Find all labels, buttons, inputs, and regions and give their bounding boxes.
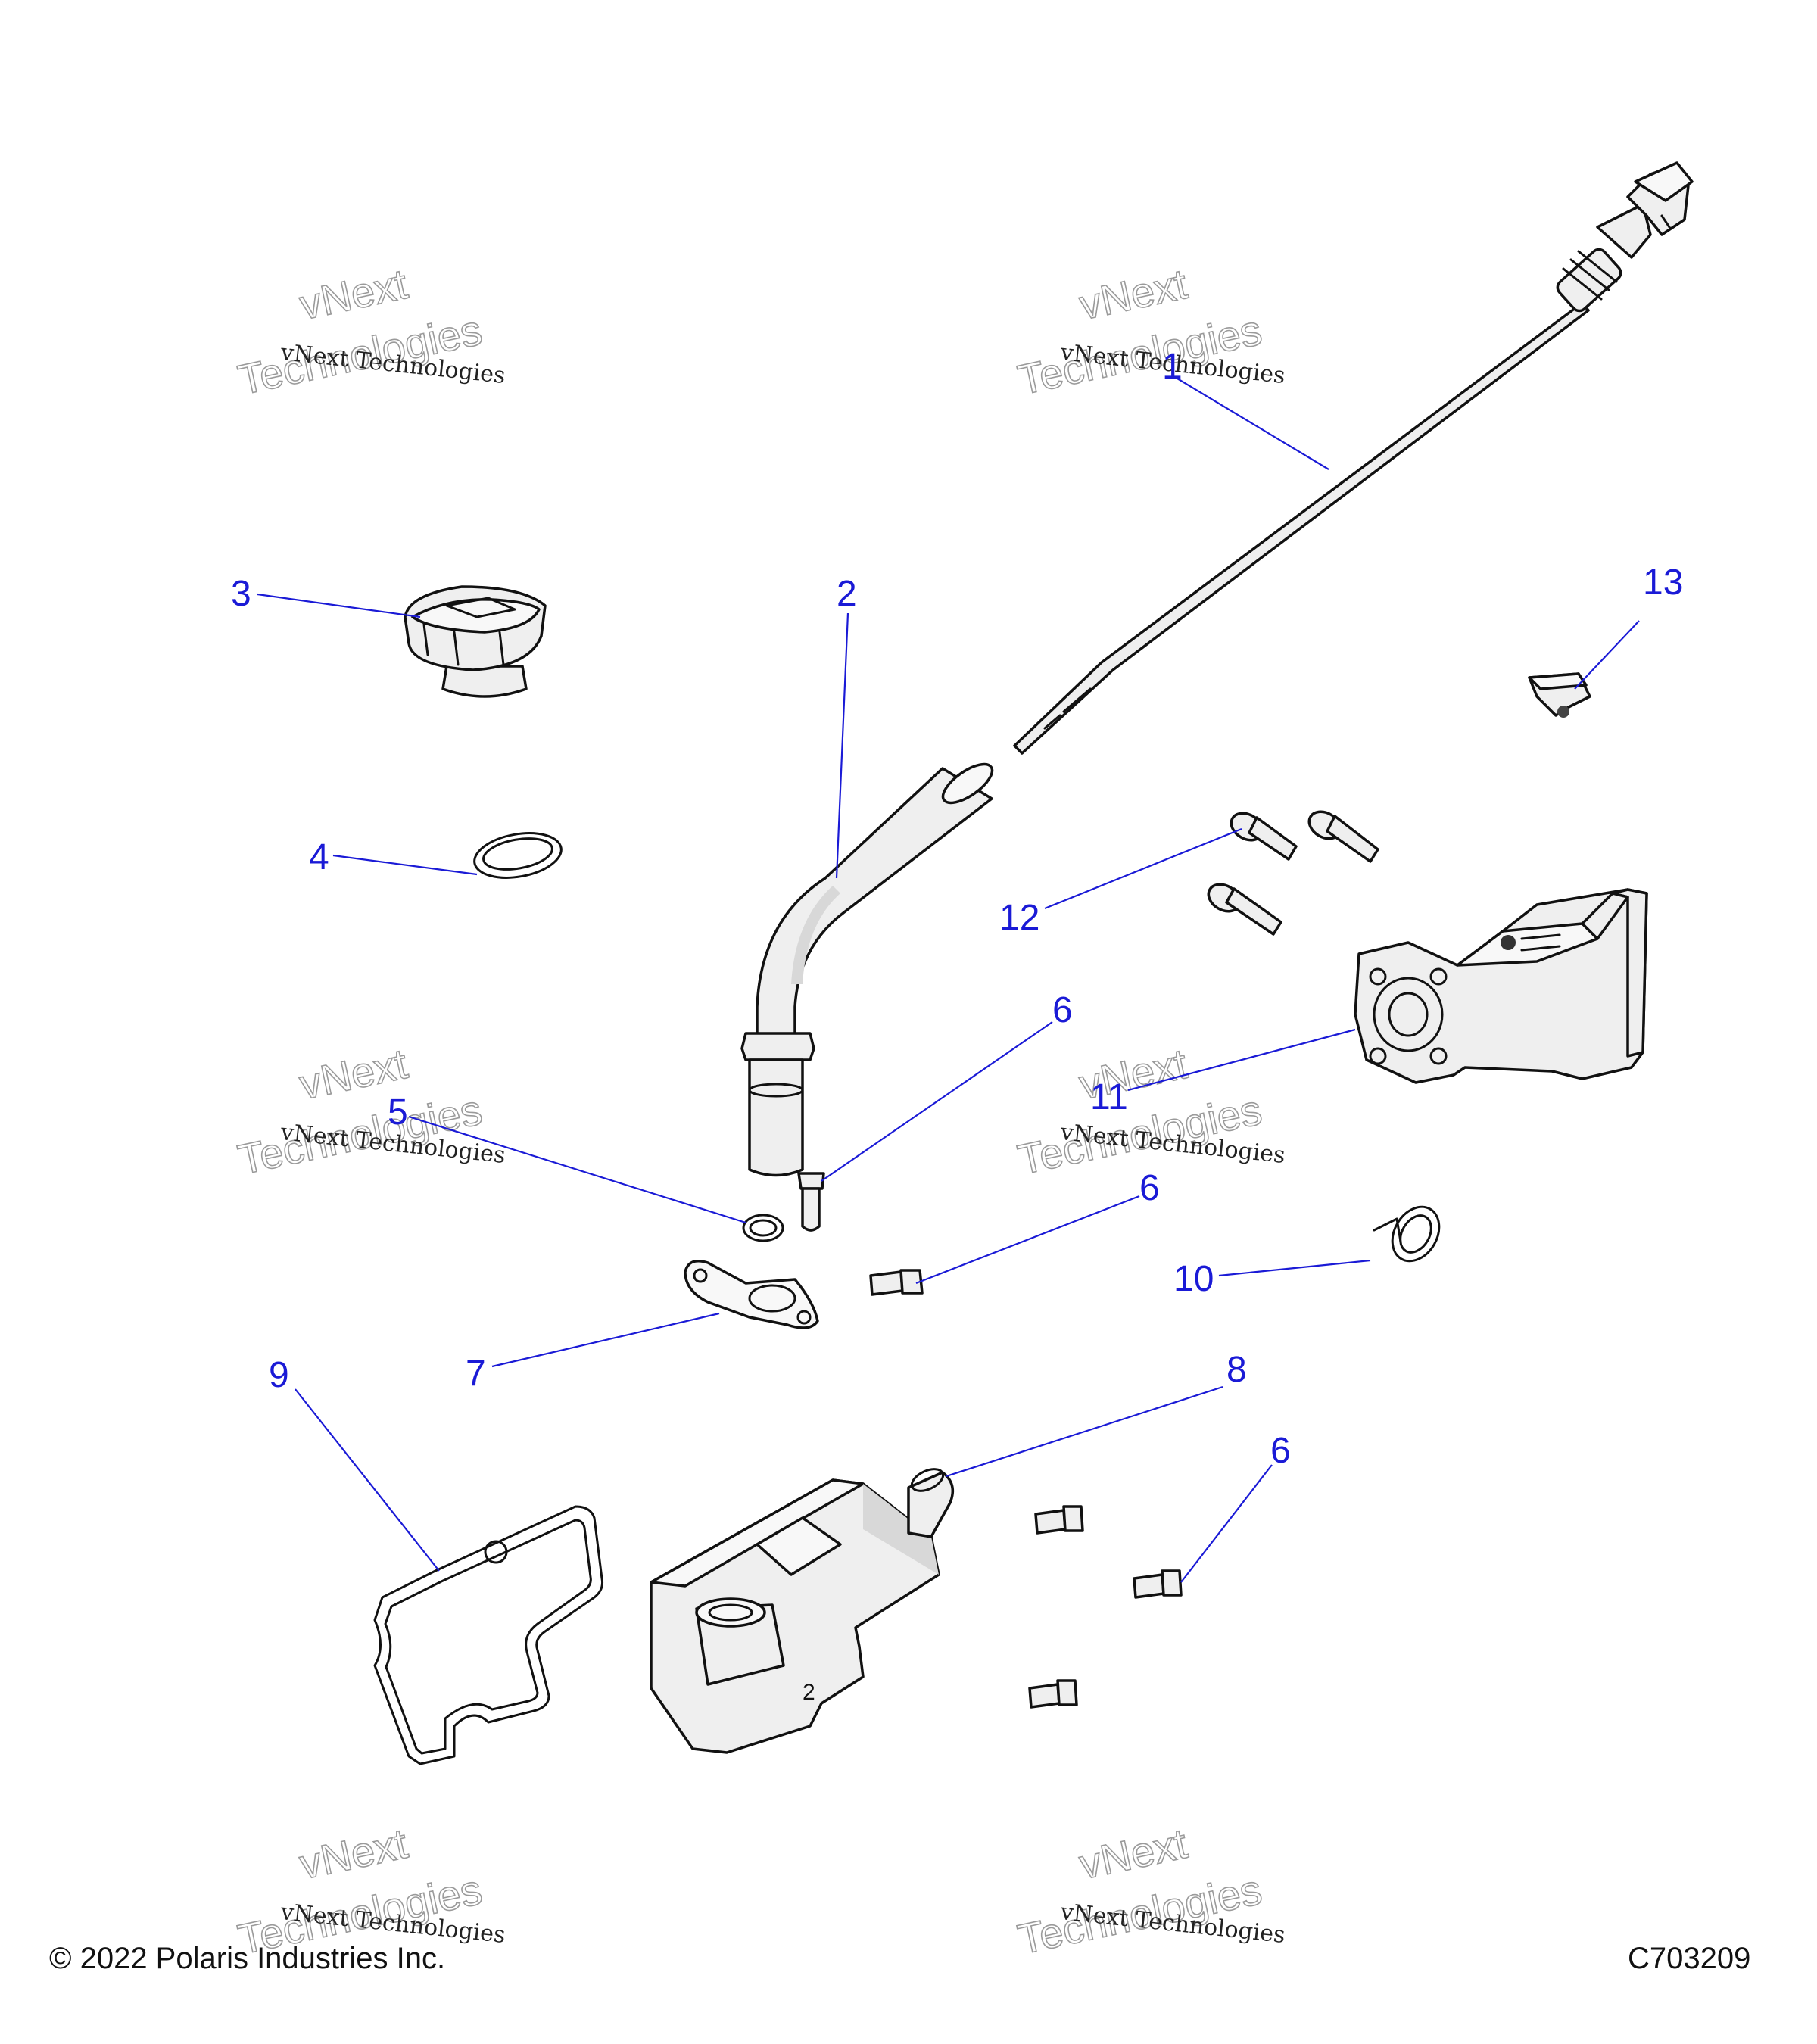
drawing-number: C703209 [1628,1942,1751,1975]
callout-9: 9 [269,1355,289,1395]
watermark-big-text: vNext [295,260,412,329]
callout-10: 10 [1173,1259,1214,1299]
part-hose-clamp [1373,1205,1441,1263]
part-bolt [1133,1569,1183,1599]
copyright-text: © 2022 Polaris Industries Inc. [49,1942,446,1975]
leader-line-4 [332,854,478,876]
part-dipstick [1013,161,1694,755]
callout-3: 3 [231,574,251,614]
part-bolt [1034,1505,1084,1535]
callout-5: 5 [388,1092,408,1133]
callout-11: 11 [1090,1077,1128,1117]
leader-line-8 [946,1385,1223,1478]
callout-7: 7 [466,1354,486,1394]
leader-line-2 [835,612,849,879]
callout-12: 12 [999,898,1039,938]
leader-line-1 [1177,378,1329,470]
part-cap-screw [1207,883,1282,936]
callout-2: 2 [837,574,857,614]
part-bolt [797,1172,825,1232]
callout-6c: 6 [1270,1431,1291,1471]
callout-1: 1 [1162,347,1183,387]
leader-line-7 [491,1312,720,1368]
leader-line-5 [408,1115,746,1224]
leader-line-9 [295,1388,440,1572]
callout-13: 13 [1643,562,1683,603]
part-fill-tube [740,762,994,1177]
watermark-big-text: vNext [1075,1819,1192,1888]
leader-line-12 [1044,827,1242,910]
leader-line-3 [257,593,421,618]
callout-8: 8 [1226,1350,1247,1390]
part-oil-cap [404,585,547,698]
leader-line-13 [1574,620,1640,690]
part-bolt [869,1269,924,1296]
leader-line-10 [1218,1259,1371,1277]
callout-6b: 6 [1139,1168,1160,1208]
leader-line-6b [915,1195,1140,1285]
callout-labels: 1 2 3 4 5 6 6 6 7 8 9 10 11 12 13 [231,347,1683,1471]
part-gasket-small [684,1260,819,1329]
leader-line-11 [1127,1028,1356,1092]
leader-lines [257,378,1640,1583]
callout-4: 4 [309,837,329,877]
part-cap-screw [1307,810,1379,863]
part-clip [1528,672,1591,718]
part-gasket-large [373,1505,603,1765]
part-o-ring-small [742,1214,784,1242]
watermark-big-text: vNext [295,1819,412,1888]
callout-6a: 6 [1052,990,1073,1030]
part-cap-screw [1230,812,1298,861]
part-bolt [1028,1679,1078,1709]
watermark-big-text: vNext [1075,260,1192,329]
part-o-ring-large [473,832,563,879]
leader-line-6c [1180,1464,1273,1583]
leader-line-6a [821,1021,1053,1182]
svg-text:2: 2 [803,1680,815,1705]
part-adapter [1354,888,1648,1084]
part-housing: 2 [650,1468,955,1754]
